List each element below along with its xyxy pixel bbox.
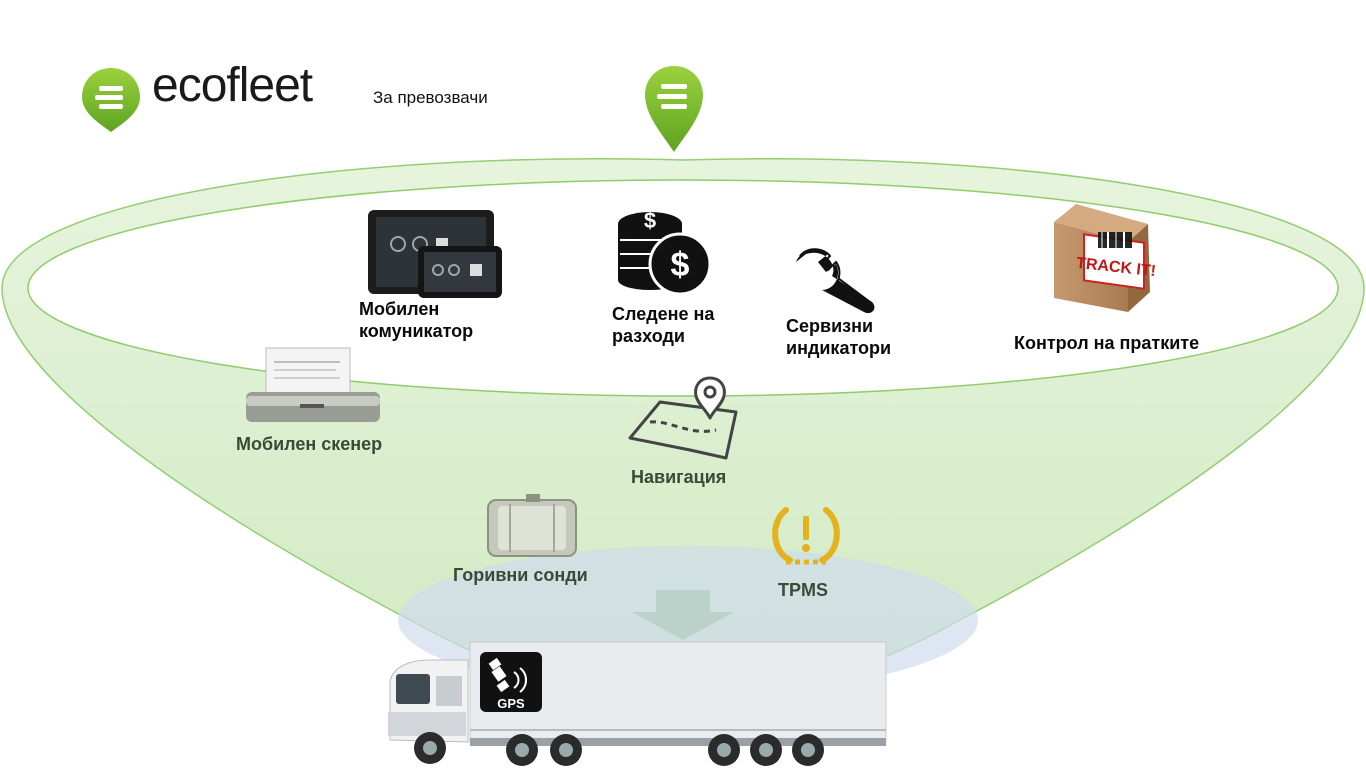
parcel-box-icon: TRACK IT! bbox=[1054, 204, 1157, 312]
brand-name: ecofleet bbox=[152, 59, 313, 112]
tpms-warning-icon bbox=[772, 507, 840, 565]
scanner-icon bbox=[246, 347, 380, 422]
coins-dollar-icon: $ $ bbox=[618, 208, 712, 296]
fuel-tank-icon bbox=[487, 494, 577, 557]
map-navigation-icon bbox=[628, 376, 738, 460]
truck-icon bbox=[388, 641, 887, 766]
fuel-probes-label: Горивни сонди bbox=[453, 565, 588, 585]
brand-tagline: За превозвачи bbox=[373, 88, 488, 107]
tpms-label: TPMS bbox=[778, 580, 829, 600]
tablet-icon bbox=[368, 210, 502, 298]
expense-tracking-label: Следене на разходи bbox=[612, 304, 715, 346]
gps-satellite-icon: GPS bbox=[480, 652, 542, 712]
map-pin-logo-icon bbox=[82, 68, 140, 132]
mobile-communicator-label: Мобилен комуникатор bbox=[359, 299, 474, 341]
mobile-scanner-label: Мобилен скенер bbox=[236, 434, 383, 454]
service-indicators-label: Сервизни индикатори bbox=[786, 316, 892, 358]
shipment-control-label: Контрол на пратките bbox=[1014, 333, 1200, 353]
svg-text:$: $ bbox=[671, 246, 690, 284]
wrench-icon bbox=[796, 248, 875, 314]
navigation-label: Навигация bbox=[631, 467, 727, 487]
gps-label: GPS bbox=[497, 696, 525, 711]
down-arrow-icon bbox=[632, 590, 734, 640]
map-pin-center-icon bbox=[645, 66, 703, 152]
svg-text:$: $ bbox=[644, 208, 656, 233]
